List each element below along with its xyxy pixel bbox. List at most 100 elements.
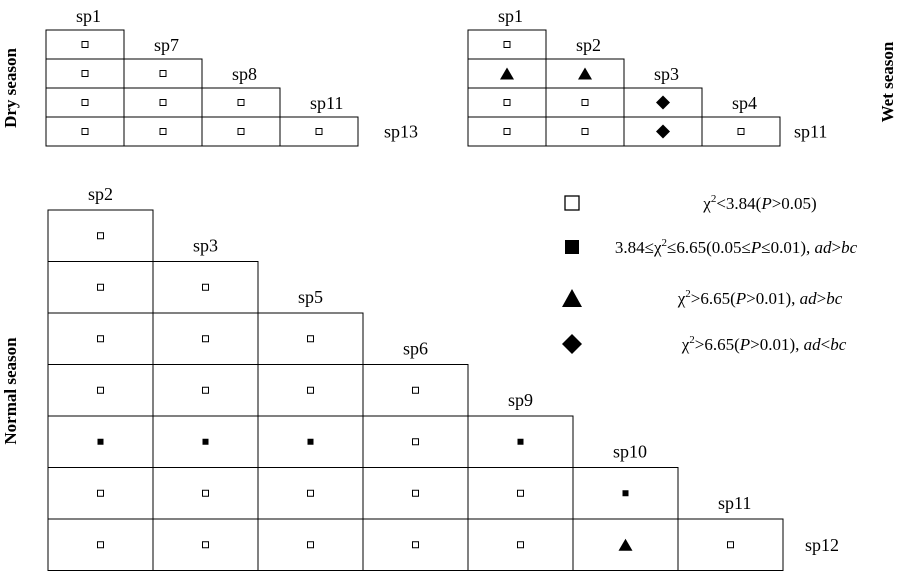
legend-text-part: χ — [677, 289, 686, 308]
open-square-symbol — [737, 128, 745, 135]
open-square-symbol — [581, 128, 589, 135]
open-square-symbol — [97, 232, 104, 240]
season-label: Dry season — [1, 48, 20, 128]
open-square-symbol — [307, 335, 314, 343]
legend-text-part: 2 — [711, 193, 717, 205]
species-label: sp8 — [232, 64, 257, 84]
open-square-symbol — [159, 128, 167, 135]
legend-text: χ2>6.65(P>0.01), ad<bc — [681, 334, 847, 354]
filled-square-symbol — [517, 438, 524, 445]
species-label: sp11 — [794, 122, 827, 142]
open-square-symbol — [81, 99, 89, 106]
legend-text-part: P — [739, 335, 750, 354]
legend-text-part: bc — [841, 238, 858, 257]
legend-text-part: >6.65( — [691, 289, 736, 308]
species-label: sp3 — [654, 64, 679, 84]
species-label: sp2 — [576, 35, 601, 55]
open-square-symbol — [97, 489, 104, 497]
legend-text: χ2>6.65(P>0.01), ad>bc — [677, 288, 843, 308]
open-square-symbol — [202, 335, 209, 343]
species-label: sp2 — [88, 184, 113, 204]
legend: χ2<3.84(P>0.05)3.84≤χ2≤6.65(0.05≤P≤0.01)… — [562, 193, 858, 354]
legend-text-part: >0.01), — [746, 289, 800, 308]
filled-square-symbol — [202, 438, 209, 445]
filled-square-symbol — [307, 438, 314, 445]
open-square-symbol — [517, 541, 524, 549]
diamond-symbol — [656, 95, 670, 110]
species-label: sp13 — [384, 122, 418, 142]
open-square-symbol — [97, 541, 104, 549]
legend-text-part: 3.84≤χ — [615, 238, 662, 257]
season-label: Wet season — [878, 41, 897, 122]
legend-text-part: ad — [800, 289, 818, 308]
open-square-symbol — [564, 195, 580, 211]
open-square-symbol — [202, 489, 209, 497]
triangle-symbol — [500, 67, 514, 80]
open-square-symbol — [412, 541, 419, 549]
open-square-symbol — [159, 99, 167, 106]
triangle-symbol — [618, 538, 633, 551]
open-square-symbol — [517, 489, 524, 497]
species-label: sp11 — [718, 493, 751, 513]
open-square-symbol — [237, 128, 245, 135]
open-square-symbol — [412, 438, 419, 446]
legend-text-part: χ — [702, 194, 711, 213]
open-square-symbol — [81, 70, 89, 77]
species-label: sp10 — [613, 442, 647, 462]
species-label: sp5 — [298, 287, 323, 307]
diamond-symbol — [562, 334, 582, 354]
legend-text-part: 2 — [689, 334, 695, 346]
species-label: sp12 — [805, 535, 839, 555]
open-square-symbol — [307, 541, 314, 549]
legend-text-part: >0.05) — [772, 194, 817, 213]
normal-season-matrix: sp2 sp3 sp5 sp6 sp9 sp10 sp11 sp12 Normal season — [1, 184, 839, 571]
legend-text-part: ≤6.65(0.05≤ — [667, 238, 751, 257]
filled-square-symbol — [565, 240, 579, 254]
species-label: sp7 — [154, 35, 179, 55]
species-label: sp1 — [76, 6, 101, 26]
open-square-symbol — [237, 99, 245, 106]
species-label: sp9 — [508, 390, 533, 410]
open-square-symbol — [81, 128, 89, 135]
open-square-symbol — [503, 99, 511, 106]
legend-text-part: <3.84( — [716, 194, 761, 213]
open-square-symbol — [503, 128, 511, 135]
open-square-symbol — [315, 128, 323, 135]
legend-text-part: ad — [814, 238, 832, 257]
open-square-symbol — [412, 386, 419, 394]
legend-text: 3.84≤χ2≤6.65(0.05≤P≤0.01), ad>bc — [615, 237, 858, 257]
triangle-symbol — [578, 67, 592, 80]
season-label: Normal season — [1, 337, 20, 445]
legend-text-part: >6.65( — [695, 335, 740, 354]
filled-square-symbol — [622, 490, 629, 497]
open-square-symbol — [727, 541, 734, 549]
filled-square-symbol — [97, 438, 104, 445]
open-square-symbol — [81, 41, 89, 48]
triangle-symbol — [562, 289, 582, 307]
open-square-symbol — [307, 489, 314, 497]
open-square-symbol — [307, 386, 314, 394]
species-label: sp4 — [732, 93, 757, 113]
legend-text: χ2<3.84(P>0.05) — [702, 193, 816, 213]
diamond-symbol — [656, 124, 670, 139]
legend-text-part: bc — [826, 289, 843, 308]
open-square-symbol — [202, 283, 209, 291]
legend-text-part: >0.01), — [750, 335, 804, 354]
legend-text-part: P — [760, 194, 771, 213]
legend-text-part: 2 — [685, 288, 691, 300]
matrix-cell — [677, 518, 784, 571]
species-label: sp1 — [498, 6, 523, 26]
open-square-symbol — [581, 99, 589, 106]
legend-text-part: P — [750, 238, 761, 257]
open-square-symbol — [97, 283, 104, 291]
legend-text-part: bc — [830, 335, 847, 354]
legend-text-part: P — [735, 289, 746, 308]
wet-season-matrix: sp1 sp2 sp3 sp4 sp11 Wet season — [467, 6, 897, 147]
species-label: sp6 — [403, 339, 428, 359]
species-label: sp3 — [193, 236, 218, 256]
legend-text-part: > — [831, 238, 841, 257]
open-square-symbol — [412, 489, 419, 497]
legend-text-part: ad — [804, 335, 822, 354]
